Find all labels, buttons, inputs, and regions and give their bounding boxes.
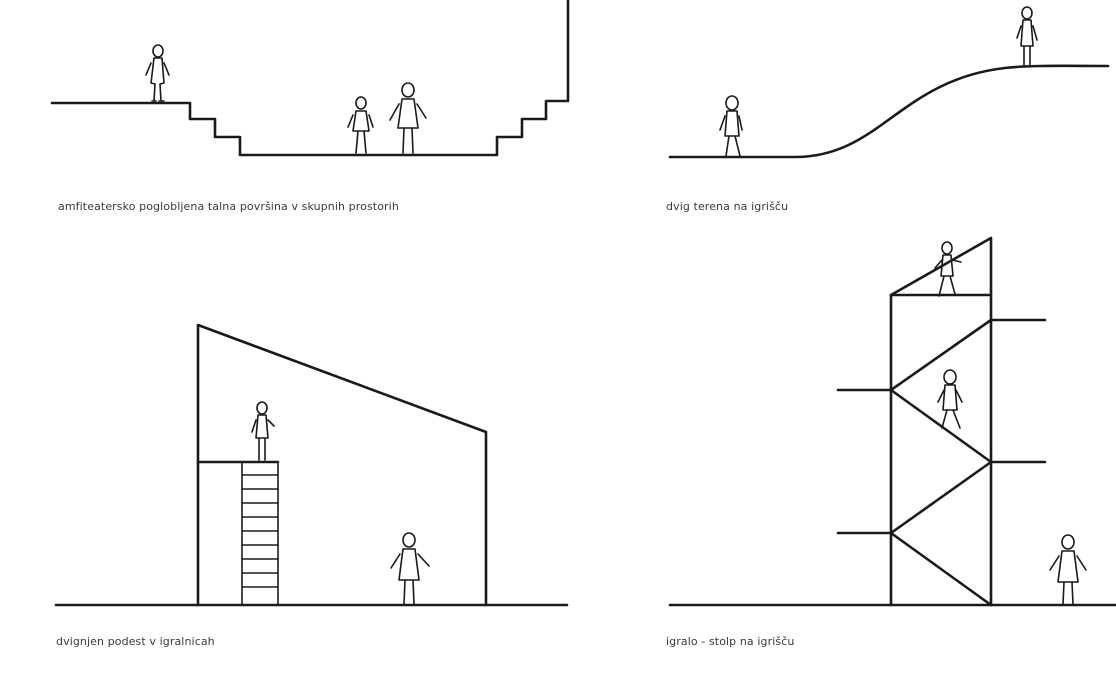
caption-terrain: dvig terena na igrišču	[666, 200, 789, 213]
terrain-drawing	[668, 6, 1110, 159]
panel-tower: igralo - stolp na igrišču	[650, 230, 1116, 700]
panel-amphitheater: amfiteatersko poglobljena talna površina…	[0, 0, 600, 270]
terrain-profile	[668, 64, 1110, 159]
caption-amphitheater: amfiteatersko poglobljena talna površina…	[58, 200, 399, 213]
platform-drawing	[54, 323, 569, 607]
room-outline	[196, 323, 488, 607]
child-figure	[389, 82, 427, 154]
person-figure	[145, 44, 170, 102]
person-figure	[719, 95, 743, 157]
caption-platform: dvignjen podest v igralnicah	[56, 635, 215, 648]
child-figure	[1049, 534, 1087, 605]
person-figure	[1016, 6, 1038, 67]
panel-platform: dvignjen podest v igralnicah	[0, 300, 600, 700]
child-figure	[390, 532, 430, 605]
panel-terrain: dvig terena na igrišču	[650, 0, 1116, 270]
amphitheater-drawing	[50, 0, 570, 157]
tower-drawing	[668, 236, 1116, 607]
tower-roof	[889, 236, 993, 297]
child-figure	[347, 96, 374, 154]
ladder	[241, 461, 279, 606]
tower-ramps	[889, 318, 993, 607]
person-figure	[937, 369, 963, 429]
person-figure	[934, 241, 962, 297]
person-figure	[251, 401, 275, 461]
amphitheater-floor-profile	[50, 0, 570, 157]
caption-tower: igralo - stolp na igrišču	[666, 635, 795, 648]
